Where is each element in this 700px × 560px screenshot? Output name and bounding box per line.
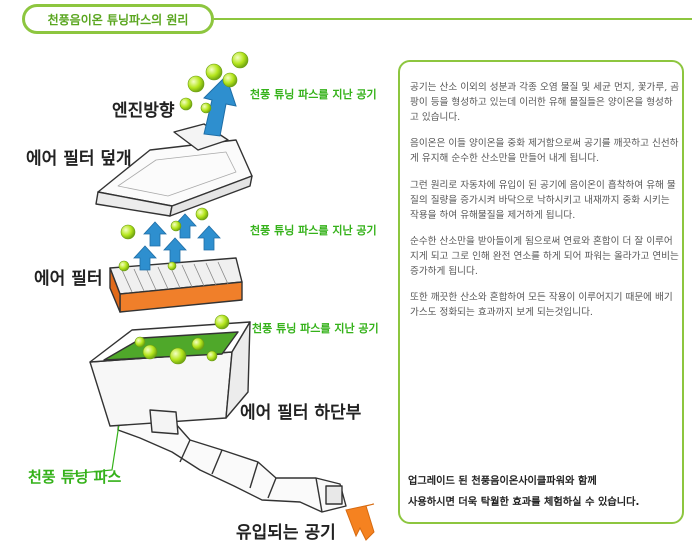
passed-air-label-top: 천풍 튜닝 파스를 지난 공기 — [250, 88, 377, 101]
info-paragraph: 공기는 산소 이외의 성분과 각종 오염 물질 및 세균 먼지, 꽃가루, 곰팡… — [410, 82, 680, 123]
info-paragraph: 순수한 산소만을 받아들이게 됨으로써 연료와 혼합이 더 잘 이루어지게 되고… — [410, 236, 679, 277]
title-divider — [214, 18, 692, 20]
air-filter-bottom-housing — [89, 321, 251, 435]
section-title-text: 천풍음이온 튜닝파스의 원리 — [47, 12, 189, 27]
info-panel: 공기는 산소 이외의 성분과 각종 오염 물질 및 세균 먼지, 꽃가루, 곰팡… — [398, 60, 684, 524]
engine-direction-label: 엔진방향 — [112, 101, 175, 121]
passed-air-label-bottom: 천풍 튜닝 파스를 지난 공기 — [252, 322, 379, 335]
filtered-air-arrows — [133, 213, 221, 271]
intake-arrow — [345, 503, 375, 541]
air-filter-cover-label: 에어 필터 덮개 — [26, 149, 132, 169]
info-paragraph: 또한 깨끗한 산소와 혼합하여 모든 작용이 이루어지기 때문에 배기가스도 정… — [410, 292, 673, 318]
air-filter-bottom-label: 에어 필터 하단부 — [240, 403, 362, 423]
intake-air-label: 유입되는 공기 — [236, 523, 336, 543]
tuning-kit-pointer — [69, 417, 121, 475]
ion-particles — [118, 51, 249, 365]
closing-line: 업그레이드 된 천풍음이온사이클파워와 함께 — [408, 476, 597, 487]
info-paragraph: 그런 원리로 자동차에 유입이 된 공기에 음이온이 흡착하여 유해 물질의 질… — [410, 180, 676, 221]
engine-direction-arrow — [203, 75, 237, 137]
air-filter-cover — [95, 123, 253, 217]
passed-air-label-middle: 천풍 튜닝 파스를 지난 공기 — [250, 224, 377, 237]
closing-line: 사용하시면 더욱 탁월한 효과를 체험하실 수 있습니다. — [408, 497, 640, 508]
air-filter-label: 에어 필터 — [34, 269, 103, 289]
filter-pleats — [121, 261, 229, 293]
info-paragraph: 음이온은 이들 양이온을 중화 제거함으로써 공기를 깨끗하고 신선하게 유지해… — [410, 138, 679, 164]
tuning-kit-label: 천풍 튜닝 파스 — [28, 468, 122, 486]
section-title: 천풍음이온 튜닝파스의 원리 — [22, 4, 214, 34]
